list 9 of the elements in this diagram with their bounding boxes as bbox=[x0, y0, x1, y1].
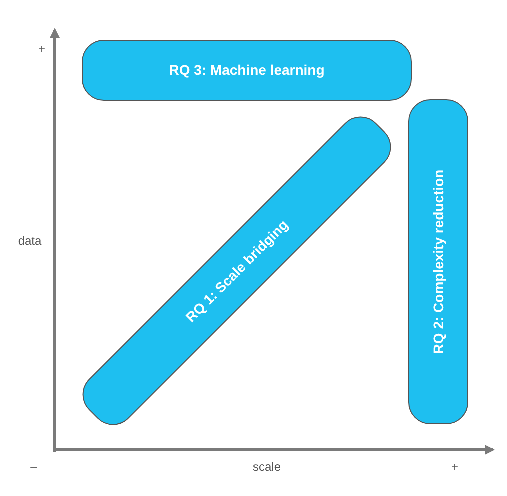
rounded-bar bbox=[82, 40, 412, 100]
rounded-bar bbox=[408, 100, 468, 424]
axis-label: scale bbox=[252, 459, 282, 476]
axis-label: + bbox=[37, 41, 46, 58]
bar-label: RQ 2: Complexity reduction bbox=[428, 170, 448, 354]
axis-label: + bbox=[450, 459, 460, 476]
axis-label: data bbox=[17, 233, 43, 250]
axis-label: – bbox=[30, 459, 38, 476]
bar-label: RQ 3: Machine learning bbox=[169, 60, 325, 80]
